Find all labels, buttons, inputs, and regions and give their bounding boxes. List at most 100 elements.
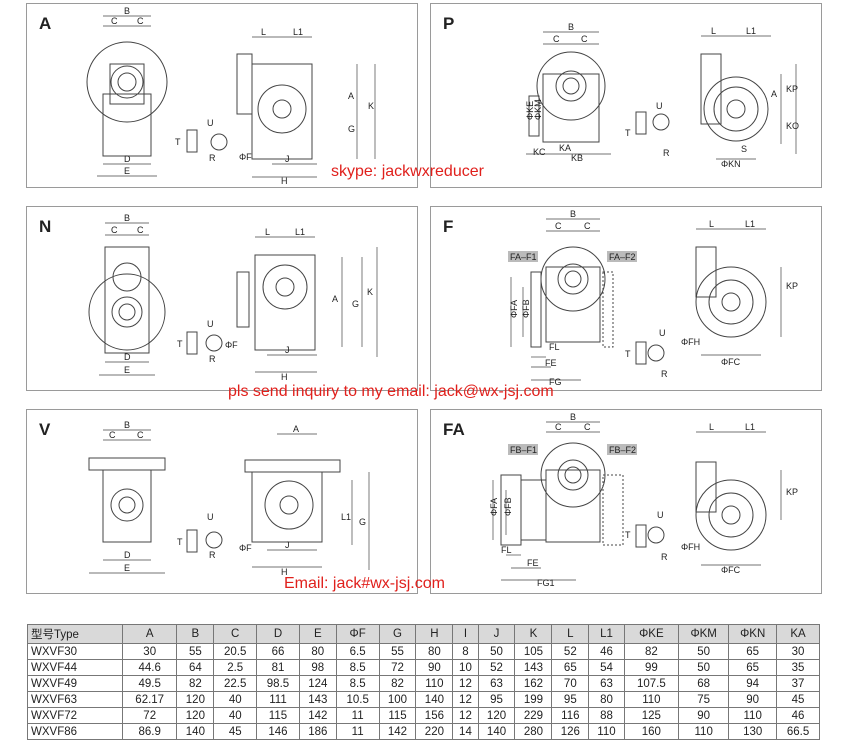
table-cell: 75 — [678, 691, 730, 708]
table-cell: 8 — [452, 643, 479, 660]
dim-label: L1 — [295, 227, 305, 237]
table-cell: 46 — [776, 707, 820, 724]
dim-label: ΦKE — [525, 101, 535, 120]
table-cell: 68 — [678, 675, 730, 692]
table-cell: 46 — [588, 643, 625, 660]
dim-label: A — [293, 424, 299, 434]
table-cell: 8.5 — [335, 675, 380, 692]
panel-n: N B C C D E L L1 A G K U T R ΦF J H — [26, 206, 418, 391]
table-cell: WXVF86 — [27, 723, 123, 740]
column-header: ΦKM — [678, 624, 730, 644]
table-cell: 186 — [298, 723, 337, 740]
panel-p: P B C C ΦKE ΦKM KC KA KB L L1 A KP KO S … — [430, 3, 822, 188]
table-cell: 8.5 — [335, 659, 380, 676]
panel-v: V B C C D E A L1 G U T R ΦF J H — [26, 409, 418, 594]
table-cell: 100 — [378, 691, 417, 708]
dim-label: KP — [786, 487, 798, 497]
table-cell: 12 — [452, 691, 479, 708]
dim-label: C — [555, 221, 562, 231]
dim-label: J — [285, 345, 290, 355]
table-cell: 52 — [551, 643, 590, 660]
dim-label: C — [581, 34, 588, 44]
table-cell: 146 — [256, 723, 300, 740]
dim-label: R — [209, 354, 216, 364]
table-cell: WXVF44 — [27, 659, 123, 676]
dim-label: L1 — [745, 219, 755, 229]
table-cell: 10 — [452, 659, 479, 676]
table-cell: 65 — [728, 643, 778, 660]
dim-label: ΦF — [239, 543, 252, 553]
email-watermark: Email: jack#wx-jsj.com — [284, 575, 445, 592]
table-cell: 2.5 — [213, 659, 258, 676]
dim-label: C — [555, 422, 562, 432]
table-cell: 99 — [623, 659, 680, 676]
dim-label: G — [352, 299, 359, 309]
column-header: KA — [776, 624, 820, 644]
panel-a: A B C C D E L L1 A K G U T R ΦF J H — [26, 3, 418, 188]
dim-label: ΦFC — [721, 565, 741, 575]
table-cell: WXVF63 — [27, 691, 123, 708]
table-cell: 45 — [776, 691, 820, 708]
dim-label: FL — [549, 342, 560, 352]
dim-label: T — [625, 349, 631, 359]
dim-label: C — [111, 225, 118, 235]
dim-label: U — [207, 512, 214, 522]
table-cell: 86.9 — [121, 723, 178, 740]
dim-label: KP — [786, 84, 798, 94]
table-cell: 105 — [514, 643, 553, 660]
dim-label: E — [124, 563, 130, 573]
dim-label: L — [709, 219, 714, 229]
panel-label: N — [39, 217, 52, 236]
table-cell: 80 — [415, 643, 454, 660]
table-cell: 98 — [298, 659, 337, 676]
dim-label: R — [209, 153, 216, 163]
dim-label: C — [109, 430, 116, 440]
table-cell: 120 — [176, 707, 215, 724]
table-cell: 82 — [623, 643, 680, 660]
dim-label: R — [661, 552, 668, 562]
table-cell: 124 — [298, 675, 337, 692]
dim-label: B — [124, 6, 130, 16]
dim-label: FB–F1 — [510, 445, 537, 455]
table-cell: 11 — [335, 723, 380, 740]
table-cell: 80 — [588, 691, 625, 708]
dim-label: B — [568, 22, 574, 32]
dim-label: C — [137, 430, 144, 440]
dim-label: T — [177, 537, 183, 547]
dim-label: T — [625, 530, 631, 540]
table-cell: 30 — [121, 643, 178, 660]
table-cell: 88 — [588, 707, 625, 724]
dim-label: D — [124, 352, 131, 362]
drawing-fa: B C C FB–F1 FB–F2 ΦFA ΦFB FL FE FG1 L L1… — [489, 412, 798, 588]
dim-label: G — [359, 517, 366, 527]
dim-label: H — [281, 372, 288, 382]
dim-label: B — [124, 420, 130, 430]
table-cell: 110 — [678, 723, 730, 740]
dim-label: FE — [527, 558, 539, 568]
dim-label: ΦFH — [681, 542, 700, 552]
dim-label: L — [265, 227, 270, 237]
dim-label: D — [124, 154, 131, 164]
dim-label: C — [584, 422, 591, 432]
table-cell: 110 — [623, 691, 680, 708]
table-cell: 72 — [378, 659, 417, 676]
table-cell: 6.5 — [335, 643, 380, 660]
table-cell: 45 — [213, 723, 258, 740]
table-cell: 65 — [728, 659, 778, 676]
table-cell: 82 — [176, 675, 215, 692]
dim-label: C — [137, 225, 144, 235]
dim-label: R — [661, 369, 668, 379]
dim-label: U — [657, 510, 664, 520]
table-cell: 199 — [514, 691, 553, 708]
dim-label: K — [368, 101, 374, 111]
dim-label: FA–F2 — [609, 252, 636, 262]
table-cell: 156 — [415, 707, 454, 724]
table-cell: 82 — [378, 675, 417, 692]
table-cell: 162 — [514, 675, 553, 692]
table-cell: 37 — [776, 675, 820, 692]
dim-label: J — [285, 154, 290, 164]
